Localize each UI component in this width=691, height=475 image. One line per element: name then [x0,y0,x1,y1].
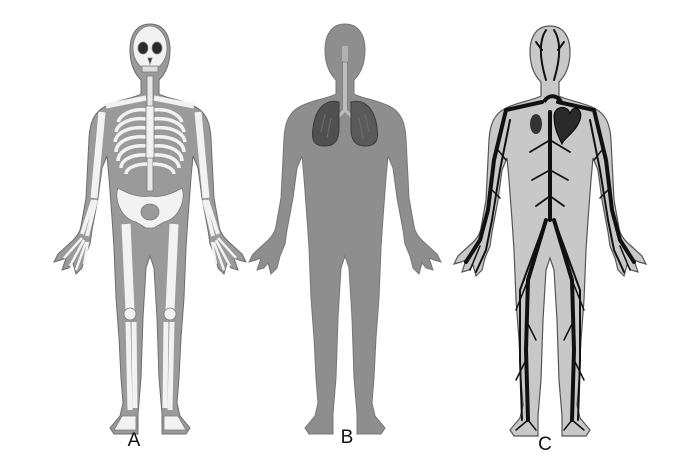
femur-left [121,223,135,311]
shin-bones-right [162,321,175,411]
rib-cage [113,107,187,175]
clavicle-right [153,95,195,109]
figure-label-c: C [538,434,552,455]
left-lung [312,100,340,147]
kneecap-left [123,307,137,321]
skeleton-bones [63,25,237,431]
nasal-cavity [342,46,348,62]
circulatory-figure [453,25,647,437]
hand-bones-left [63,237,90,271]
respiratory-organs [312,46,378,147]
aortic-arch [542,94,564,105]
foot-bones-left [113,415,137,431]
eye-socket-left [137,41,149,55]
trachea [342,61,348,113]
humerus-right [194,111,210,199]
heart [553,107,582,146]
hand-bones-right [210,237,237,271]
humerus-left [90,111,106,199]
blood-vessels [464,29,636,431]
forearm-left [80,199,98,237]
clavicle-left [105,95,147,109]
foot-bones-right [163,415,187,431]
right-lung [350,100,378,147]
skeleton-figure [53,23,247,435]
figure-label-b: B [340,427,354,448]
forearm-right [202,199,220,237]
sternum [145,105,155,159]
respiratory-figure [248,23,442,435]
figure-label-a: A [127,430,141,451]
eye-socket-right [151,41,163,55]
femur-right [165,223,179,311]
shin-bones-left [125,321,138,411]
lung-vessels-left [530,114,542,134]
kneecap-right [163,307,177,321]
